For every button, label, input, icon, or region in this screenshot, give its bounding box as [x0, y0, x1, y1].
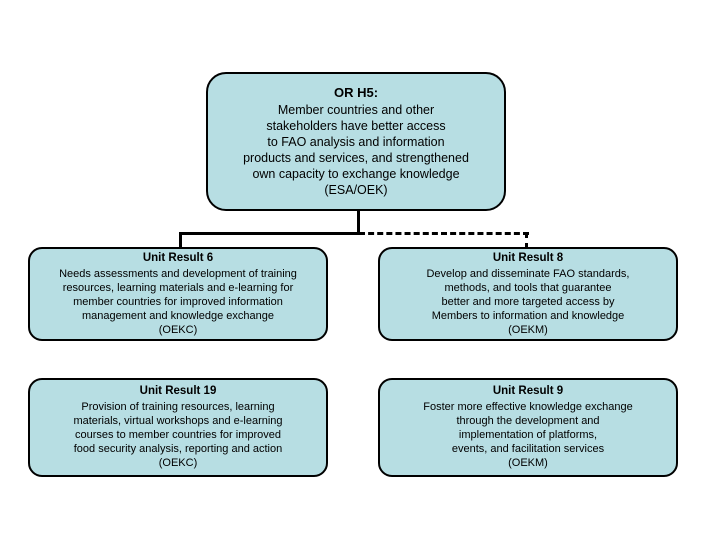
node-unit-result-9[interactable]: Unit Result 9 Foster more effective know…	[378, 378, 678, 477]
node-unit-result-9-body: Foster more effective knowledge exchange…	[423, 401, 633, 456]
node-unit-result-19-code: (OEKC)	[158, 457, 198, 470]
node-unit-result-6-code: (OEKC)	[158, 323, 198, 336]
node-or-h5-title: OR H5:	[333, 84, 379, 100]
node-unit-result-6[interactable]: Unit Result 6 Needs assessments and deve…	[28, 247, 328, 341]
connector-right-branch-horizontal-dashed	[359, 232, 529, 235]
connector-left-branch-vertical-solid	[179, 232, 182, 249]
node-unit-result-19-title: Unit Result 19	[139, 385, 217, 398]
node-or-h5[interactable]: OR H5: Member countries and other stakeh…	[206, 72, 506, 211]
node-unit-result-9-title: Unit Result 9	[492, 385, 564, 398]
node-unit-result-6-title: Unit Result 6	[142, 251, 214, 264]
node-unit-result-9-code: (OEKM)	[508, 457, 548, 470]
node-or-h5-code: (ESA/OEK)	[324, 183, 388, 198]
node-unit-result-19-body: Provision of training resources, learnin…	[73, 401, 283, 456]
node-unit-result-8-title: Unit Result 8	[492, 251, 564, 264]
node-unit-result-6-body: Needs assessments and development of tra…	[59, 267, 297, 322]
node-unit-result-8-body: Develop and disseminate FAO standards, m…	[426, 267, 630, 322]
node-unit-result-19[interactable]: Unit Result 19 Provision of training res…	[28, 378, 328, 477]
node-or-h5-body: Member countries and other stakeholders …	[243, 103, 469, 182]
node-unit-result-8[interactable]: Unit Result 8 Develop and disseminate FA…	[378, 247, 678, 341]
connector-right-branch-vertical-dashed	[525, 232, 528, 249]
connector-trunk-solid	[357, 210, 360, 235]
node-unit-result-8-code: (OEKM)	[508, 323, 548, 336]
connector-left-branch-horizontal-solid	[179, 232, 359, 235]
